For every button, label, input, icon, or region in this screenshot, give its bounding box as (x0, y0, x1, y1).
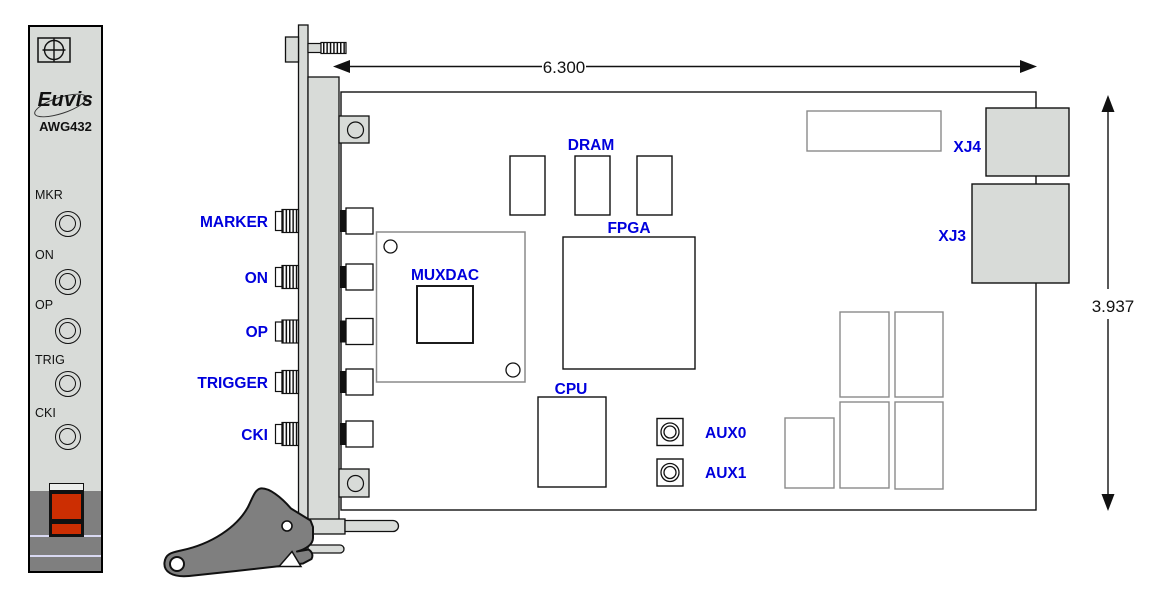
connector-op (274, 317, 374, 346)
aux0-connector (656, 417, 684, 447)
handle-hole-large (169, 556, 185, 572)
panel-port-label-op: OP (35, 298, 54, 312)
ejector-latch (49, 491, 84, 537)
mounting-tab-bottom (338, 468, 370, 498)
connector-on (274, 263, 374, 291)
panel-port-label-cki: CKI (35, 406, 56, 420)
component-outline-2 (894, 311, 944, 398)
muxdac-label: MUXDAC (411, 267, 479, 284)
model-label: AWG432 (39, 119, 92, 134)
dimension-width: 6.300 (333, 58, 1037, 77)
module-hole-bottom (505, 362, 521, 378)
connector-label-op: OP (246, 324, 268, 341)
panel-connector-trig (55, 371, 81, 397)
cpu-chip (537, 396, 607, 488)
component-outline-1 (839, 311, 890, 398)
bracket-rail (297, 24, 309, 524)
connector-label-cki: CKI (241, 427, 268, 444)
dimension-width-value: 6.300 (543, 58, 586, 77)
panel-port-label-mkr: MKR (35, 188, 63, 202)
component-outline-4 (894, 401, 944, 490)
dram-chip-1 (509, 155, 546, 216)
front-bracket (307, 76, 340, 521)
dram-label: DRAM (568, 137, 615, 154)
screw-thread-icon (320, 41, 347, 55)
connector-label-trigger: TRIGGER (197, 375, 268, 392)
component-outline-top (806, 110, 942, 152)
panel-connector-cki (55, 424, 81, 450)
panel-connector-mkr (55, 211, 81, 237)
fpga-chip (562, 236, 696, 370)
latch-band (52, 519, 81, 524)
bracket-top-block (284, 36, 300, 63)
arrow-up-icon (1101, 95, 1115, 112)
ejector-pin-lower (307, 544, 345, 554)
mounting-tab-top (338, 115, 370, 144)
panel-port-label-on: ON (35, 248, 54, 262)
cpu-label: CPU (555, 381, 588, 398)
xj3-label: XJ3 (938, 228, 966, 245)
panel-divider-line (30, 555, 101, 557)
fpga-label: FPGA (607, 220, 650, 237)
connector-label-marker: MARKER (200, 214, 268, 231)
component-outline-3 (839, 401, 890, 489)
ejector-handle (163, 487, 314, 578)
arrow-right-icon (1020, 60, 1037, 73)
muxdac-chip (416, 285, 474, 344)
panel-port-label-trig: TRIG (35, 353, 65, 367)
connector-marker (274, 207, 374, 235)
dimension-height: 3.937 (1092, 95, 1135, 511)
connector-label-on: ON (245, 270, 268, 287)
ejector-pin-upper (344, 519, 400, 533)
handle-notch (277, 550, 303, 568)
panel-bottom-section (30, 483, 101, 571)
dimension-height-value: 3.937 (1092, 297, 1135, 316)
xj4-connector (985, 107, 1070, 177)
xj4-label: XJ4 (953, 139, 981, 156)
aux1-connector (656, 458, 684, 487)
latch-cap (49, 483, 84, 491)
brand-logo: Euvis (37, 89, 94, 111)
panel-connector-on (55, 269, 81, 295)
component-outline-5 (784, 417, 835, 489)
handle-hole-small (281, 520, 293, 532)
front-panel: Euvis AWG432 MKR ON OP TRIG CKI (28, 25, 103, 573)
screw-head-icon (37, 37, 71, 63)
connector-cki (274, 420, 374, 448)
aux0-label: AUX0 (705, 425, 746, 442)
arrow-down-icon (1101, 494, 1115, 511)
arrow-left-icon (333, 60, 350, 73)
panel-connector-op (55, 318, 81, 344)
xj3-connector (971, 183, 1070, 284)
connector-trigger (274, 368, 374, 396)
muxdac-module (375, 231, 526, 383)
dram-chip-3 (636, 155, 673, 216)
module-hole-top (383, 239, 398, 254)
screw-shaft (307, 42, 322, 54)
aux1-label: AUX1 (705, 465, 747, 482)
dram-chip-2 (574, 155, 611, 216)
